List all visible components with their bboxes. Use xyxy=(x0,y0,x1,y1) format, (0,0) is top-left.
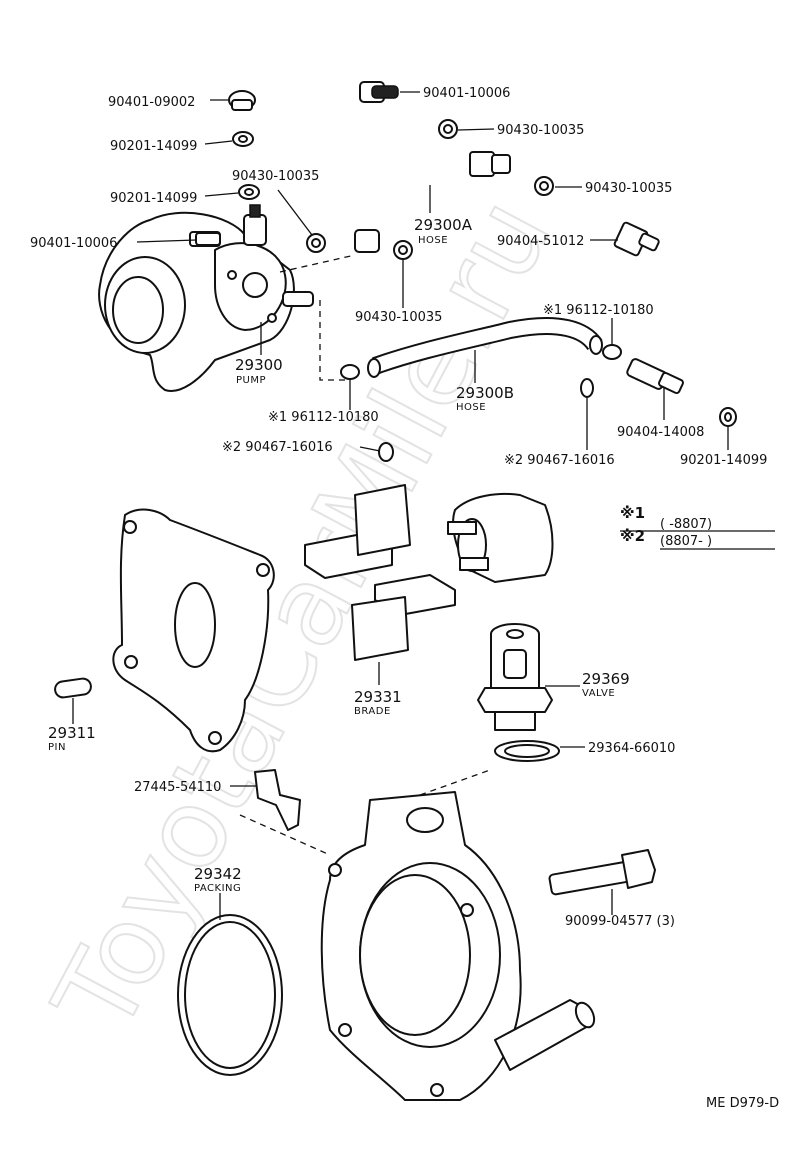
part-name-packing: PACKING xyxy=(194,883,241,894)
blade-illustration xyxy=(304,484,456,661)
part-label-90401-10006-a: 90401-10006 xyxy=(30,236,117,251)
pump-illustration xyxy=(98,204,314,392)
part-name-hose-b: HOSE xyxy=(456,402,486,413)
part-label-90201-14099-c: 90201-14099 xyxy=(680,453,767,468)
part-name-brade: BRADE xyxy=(354,706,391,717)
dash-line xyxy=(319,300,345,381)
part-label-90201-14099-a: 90201-14099 xyxy=(110,139,197,154)
hose-29300b-illustration xyxy=(340,316,684,462)
bolt-illustration xyxy=(548,849,656,896)
part-label-90401-09002: 90401-09002 xyxy=(108,95,195,110)
part-label-29311: 29311 xyxy=(48,724,96,742)
part-name-pump: PUMP xyxy=(236,375,266,386)
legend-note2-range: (8807- ) xyxy=(660,534,712,549)
part-label-90467-16016-left: ※2 90467-16016 xyxy=(222,440,333,455)
part-label-29342: 29342 xyxy=(194,865,242,883)
part-name-pin: PIN xyxy=(48,742,66,753)
plate-illustration xyxy=(112,508,275,753)
dash-line xyxy=(239,814,331,856)
dash-line xyxy=(279,254,356,273)
part-label-29331: 29331 xyxy=(354,688,402,706)
part-label-27445-54110: 27445-54110 xyxy=(134,780,221,795)
packing-illustration xyxy=(177,914,283,1076)
part-label-90404-51012: 90404-51012 xyxy=(497,234,584,249)
part-label-90099-04577: 90099-04577 (3) xyxy=(565,914,675,929)
part-label-29300b: 29300B xyxy=(456,384,514,402)
part-label-90467-16016-right: ※2 90467-16016 xyxy=(504,453,615,468)
part-label-29300a: 29300A xyxy=(414,216,473,234)
part-name-valve: VALVE xyxy=(582,688,615,699)
housing-illustration xyxy=(320,791,596,1101)
part-label-29364-66010: 29364-66010 xyxy=(588,741,675,756)
part-label-90430-10035-a: 90430-10035 xyxy=(232,169,319,184)
rotor-illustration xyxy=(447,492,554,583)
leader-lines xyxy=(72,91,729,920)
part-labels: 90401-09002 90201-14099 90201-14099 9040… xyxy=(30,86,767,929)
part-label-29369: 29369 xyxy=(582,670,630,688)
parts-small-top xyxy=(195,81,737,427)
pin-illustration xyxy=(54,677,92,699)
clip-illustration xyxy=(254,769,301,831)
legend-note1-range: ( -8807) xyxy=(660,517,712,532)
diagram-code: ME D979-D xyxy=(706,1096,779,1111)
legend-note1-mark: ※1 xyxy=(620,504,645,522)
part-label-90430-10035-b: 90430-10035 xyxy=(497,123,584,138)
part-label-90401-10006-b: 90401-10006 xyxy=(423,86,510,101)
dash-line xyxy=(419,769,491,796)
part-label-29300: 29300 xyxy=(235,356,283,374)
part-label-96112-10180-bottom: ※1 96112-10180 xyxy=(268,410,379,425)
valve-illustration xyxy=(477,623,560,762)
part-label-90201-14099-b: 90201-14099 xyxy=(110,191,197,206)
part-label-90404-14008: 90404-14008 xyxy=(617,425,704,440)
legend-note2-mark: ※2 xyxy=(620,527,645,545)
hose-29300a-illustration xyxy=(335,151,511,253)
part-label-90430-10035-d: 90430-10035 xyxy=(355,310,442,325)
part-name-hose-a: HOSE xyxy=(418,235,448,246)
part-label-90430-10035-c: 90430-10035 xyxy=(585,181,672,196)
part-label-96112-10180-top: ※1 96112-10180 xyxy=(543,303,654,318)
legend: ※1 ( -8807) ※2 (8807- ) xyxy=(620,504,775,550)
